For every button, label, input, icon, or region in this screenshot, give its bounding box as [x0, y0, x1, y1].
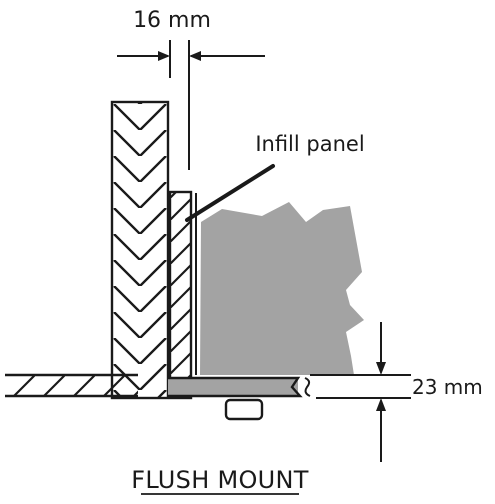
- infill-panel-strip: [168, 190, 193, 400]
- mounting-foot: [224, 398, 264, 421]
- top-dimension-label: 16 mm: [133, 8, 211, 33]
- main-wall: [110, 100, 170, 400]
- tile-mass: [200, 202, 364, 375]
- base-channel-break: [304, 377, 311, 397]
- base-channel-outline-left: [168, 376, 303, 398]
- dim-right-arrowhead-top: [376, 362, 386, 375]
- dim-top-arrowhead-left: [158, 51, 170, 61]
- dim-top-arrowhead-right: [189, 51, 201, 61]
- diagram-title: FLUSH MOUNT: [131, 466, 309, 494]
- callout-leader-line: [185, 164, 275, 222]
- base-channel-left: [168, 378, 298, 396]
- floor-section: [5, 375, 138, 396]
- dim-right-arrowhead-bottom: [376, 398, 386, 411]
- right-dimension-label: 23 mm: [412, 375, 483, 399]
- callout-label: Infill panel: [255, 132, 364, 156]
